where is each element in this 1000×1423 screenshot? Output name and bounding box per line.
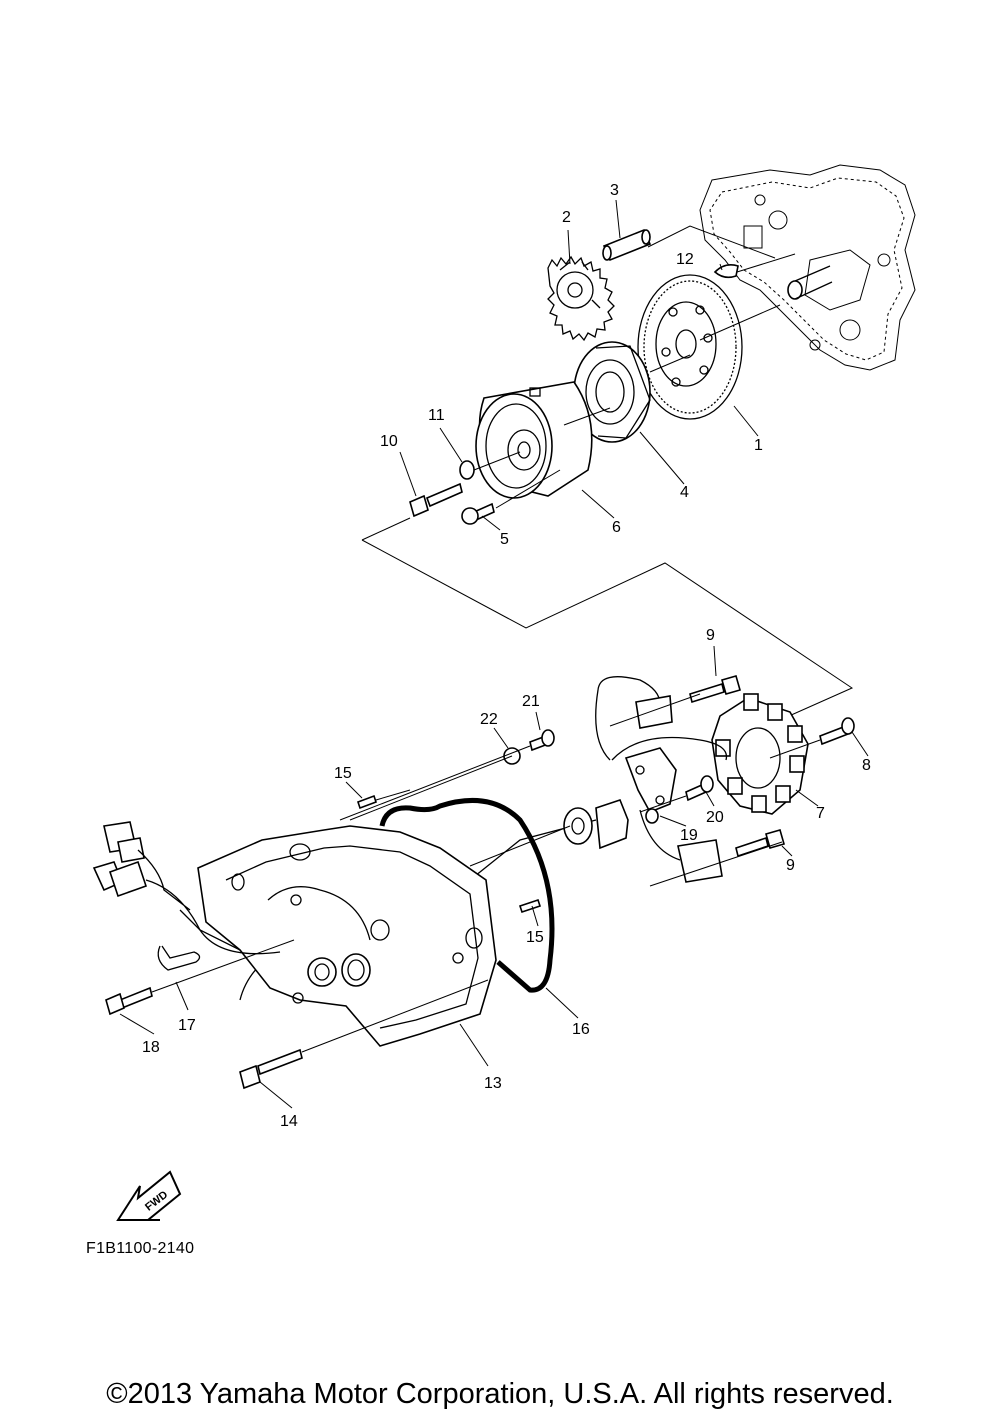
- leader-lines-lower: [151, 693, 821, 1053]
- figure-code: F1B1100-2140: [86, 1240, 195, 1257]
- callout-label: 19: [680, 827, 698, 844]
- copyright-notice: ©2013 Yamaha Motor Corporation, U.S.A. A…: [106, 1378, 894, 1410]
- callout-labels: 1 2 3 4 5 6 7 8 9 9 10 11 12 13 14 15 15…: [142, 182, 871, 1130]
- bolt-14-illustration: [239, 1048, 303, 1090]
- callout-label: 10: [380, 433, 398, 450]
- callout-label: 22: [480, 711, 498, 728]
- callout-label: 6: [612, 519, 621, 536]
- bolt-8-illustration: [819, 717, 855, 746]
- callout-label: 1: [754, 437, 763, 454]
- washer-11-illustration: [459, 460, 475, 480]
- callout-label: 16: [572, 1021, 590, 1038]
- callout-label: 12: [676, 251, 694, 268]
- woodruff-key-illustration: [713, 264, 739, 279]
- pickup-coil-illustration: [624, 747, 677, 824]
- callout-label: 21: [522, 693, 540, 710]
- starter-wheel-gear-illustration: [637, 274, 743, 420]
- bolt-18-illustration: [105, 986, 153, 1016]
- bolt-9-bottom-illustration: [735, 829, 785, 858]
- callout-label: 5: [500, 531, 509, 548]
- callout-label: 3: [610, 182, 619, 199]
- callout-label: 7: [816, 805, 825, 822]
- callout-label: 18: [142, 1039, 160, 1056]
- grommet-illustration: [563, 799, 629, 850]
- stator-illustration: [711, 693, 809, 815]
- bolt-21-illustration: [529, 729, 555, 752]
- callout-label: 17: [178, 1017, 196, 1034]
- callout-label: 13: [484, 1075, 502, 1092]
- gasket-illustration: [379, 798, 555, 993]
- generator-cover-illustration: [197, 825, 497, 1047]
- idle-gear-illustration: [547, 255, 615, 342]
- bolt-20-illustration: [685, 775, 714, 802]
- idle-gear-shaft-illustration: [602, 228, 652, 262]
- callout-label: 11: [428, 407, 445, 424]
- dowel-pin-15-top-illustration: [356, 794, 378, 810]
- rotor-flywheel-illustration: [475, 381, 593, 499]
- callout-label: 15: [526, 929, 544, 946]
- dowel-pin-15-right-illustration: [518, 898, 542, 914]
- callout-label: 8: [862, 757, 871, 774]
- bolt-10-illustration: [409, 482, 463, 518]
- clamp-illustration: [157, 945, 201, 971]
- callout-label: 9: [706, 627, 715, 644]
- callout-label: 4: [680, 484, 689, 501]
- connector-illustration: [92, 821, 281, 955]
- fwd-arrow-icon: FWD: [116, 1170, 182, 1221]
- bolt-9-top-illustration: [689, 675, 741, 704]
- callout-label: 15: [334, 765, 352, 782]
- callout-label: 20: [706, 809, 724, 826]
- callout-lines: [119, 199, 869, 1109]
- callout-label: 14: [280, 1113, 298, 1130]
- leader-lines-upper: [361, 225, 854, 721]
- callout-label: 2: [562, 209, 571, 226]
- bolt-5-illustration: [461, 502, 495, 525]
- callout-label: 9: [786, 857, 795, 874]
